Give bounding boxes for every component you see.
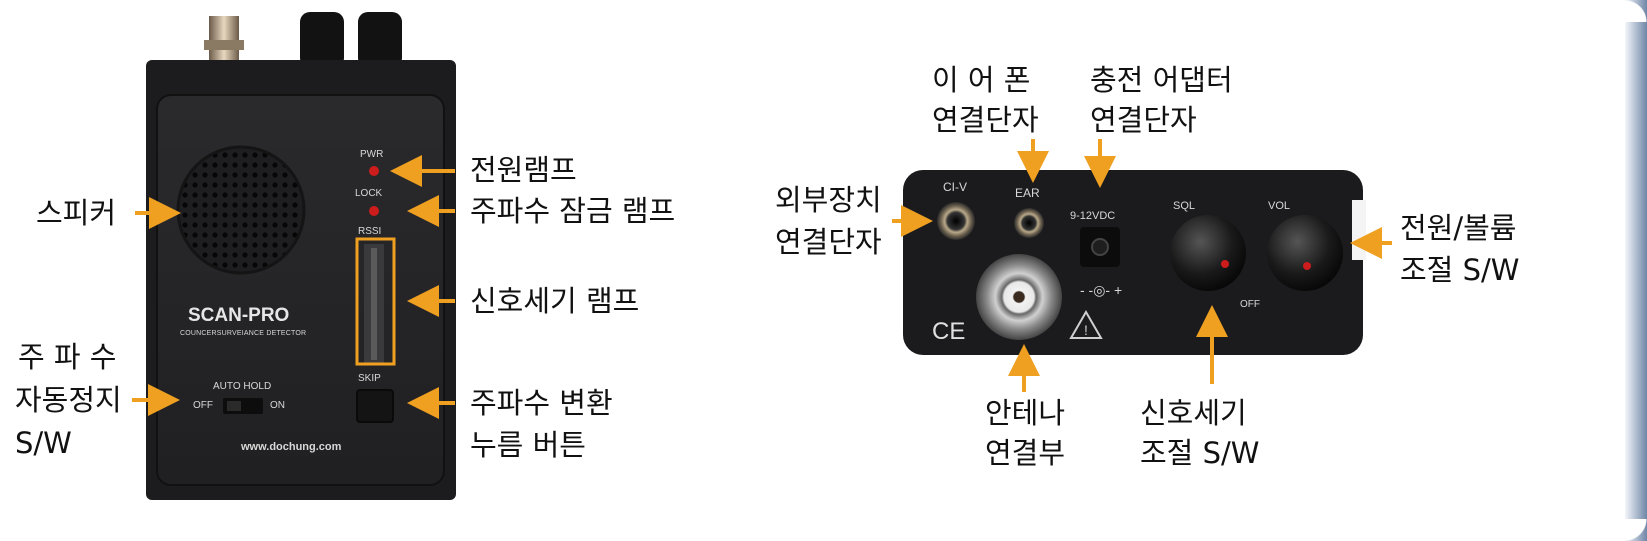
subtitle-label: COUNCERSURVEIANCE DETECTOR	[180, 330, 307, 337]
callout-speaker: 스피커	[36, 196, 117, 230]
frame-corner	[1625, 519, 1647, 541]
callout-auto-stop-line2: 자동정지	[15, 383, 122, 417]
brand-label: SCAN-PRO	[188, 305, 290, 326]
callout-power-volume-line1: 전원/볼륨	[1400, 211, 1517, 245]
rssi-highlight-box	[355, 237, 396, 366]
polarity-label: - -◎- +	[1080, 282, 1123, 298]
volume-knob	[1267, 215, 1343, 291]
squelch-knob	[1170, 215, 1246, 291]
skip-button	[356, 389, 394, 423]
callout-arrows	[132, 139, 1392, 419]
callout-power-volume-line2: 조절 S/W	[1400, 253, 1520, 287]
callout-charger-line2: 연결단자	[1090, 103, 1197, 137]
callout-freq-lock-lamp: 주파수 잠금 램프	[470, 194, 676, 228]
rear-off-label: OFF	[1240, 299, 1260, 310]
lock-led	[369, 206, 379, 216]
dc-label: 9-12VDC	[1070, 210, 1116, 222]
front-panel	[156, 94, 445, 486]
civ-jack	[937, 202, 975, 240]
pwr-label: PWR	[360, 149, 384, 160]
ear-jack	[1014, 208, 1044, 238]
callout-antenna-line1: 안테나	[985, 396, 1066, 430]
sql-label: SQL	[1173, 200, 1196, 212]
power-led	[369, 166, 379, 176]
website-label: www.dochung.com	[241, 441, 342, 453]
callout-freq-change-line2: 누름 버튼	[470, 428, 586, 462]
callout-external-line2: 연결단자	[775, 225, 882, 259]
callout-external-line1: 외부장치	[775, 183, 882, 217]
warning-triangle-icon	[1069, 309, 1103, 339]
auto-hold-on-label: ON	[270, 400, 285, 411]
volume-knob-top	[300, 12, 344, 68]
frame-corner	[1625, 0, 1647, 22]
callout-power-lamp: 전원램프	[470, 153, 577, 187]
front-device	[146, 12, 456, 500]
squelch-knob-top	[358, 12, 402, 68]
callout-antenna-line2: 연결부	[985, 436, 1066, 470]
callout-auto-stop-line1: 주 파 수	[18, 340, 117, 374]
skip-label: SKIP	[358, 373, 381, 384]
callout-squelch-line1: 신호세기	[1140, 396, 1247, 430]
rssi-label: RSSI	[358, 226, 382, 237]
callout-earphone-line1: 이 어 폰	[932, 63, 1031, 97]
callout-auto-stop-line3: S/W	[15, 426, 72, 460]
civ-label: CI-V	[943, 180, 967, 194]
ce-mark: CE	[932, 318, 966, 345]
callout-freq-change-line1: 주파수 변환	[470, 386, 613, 420]
svg-text:!: !	[1084, 322, 1088, 338]
callout-charger-line1: 충전 어댑터	[1090, 63, 1233, 97]
ear-label: EAR	[1015, 186, 1040, 200]
lock-label: LOCK	[355, 188, 383, 199]
auto-hold-label: AUTO HOLD	[213, 381, 272, 392]
antenna-bnc	[976, 254, 1062, 340]
callout-earphone-line2: 연결단자	[932, 103, 1039, 137]
frame-edge	[1625, 0, 1647, 541]
auto-hold-off-label: OFF	[193, 400, 213, 411]
rear-device: !	[903, 170, 1366, 355]
vol-label: VOL	[1268, 200, 1291, 212]
callout-signal-lamp: 신호세기 램프	[470, 284, 640, 318]
speaker-grille	[178, 147, 304, 273]
callout-squelch-line2: 조절 S/W	[1140, 436, 1260, 470]
